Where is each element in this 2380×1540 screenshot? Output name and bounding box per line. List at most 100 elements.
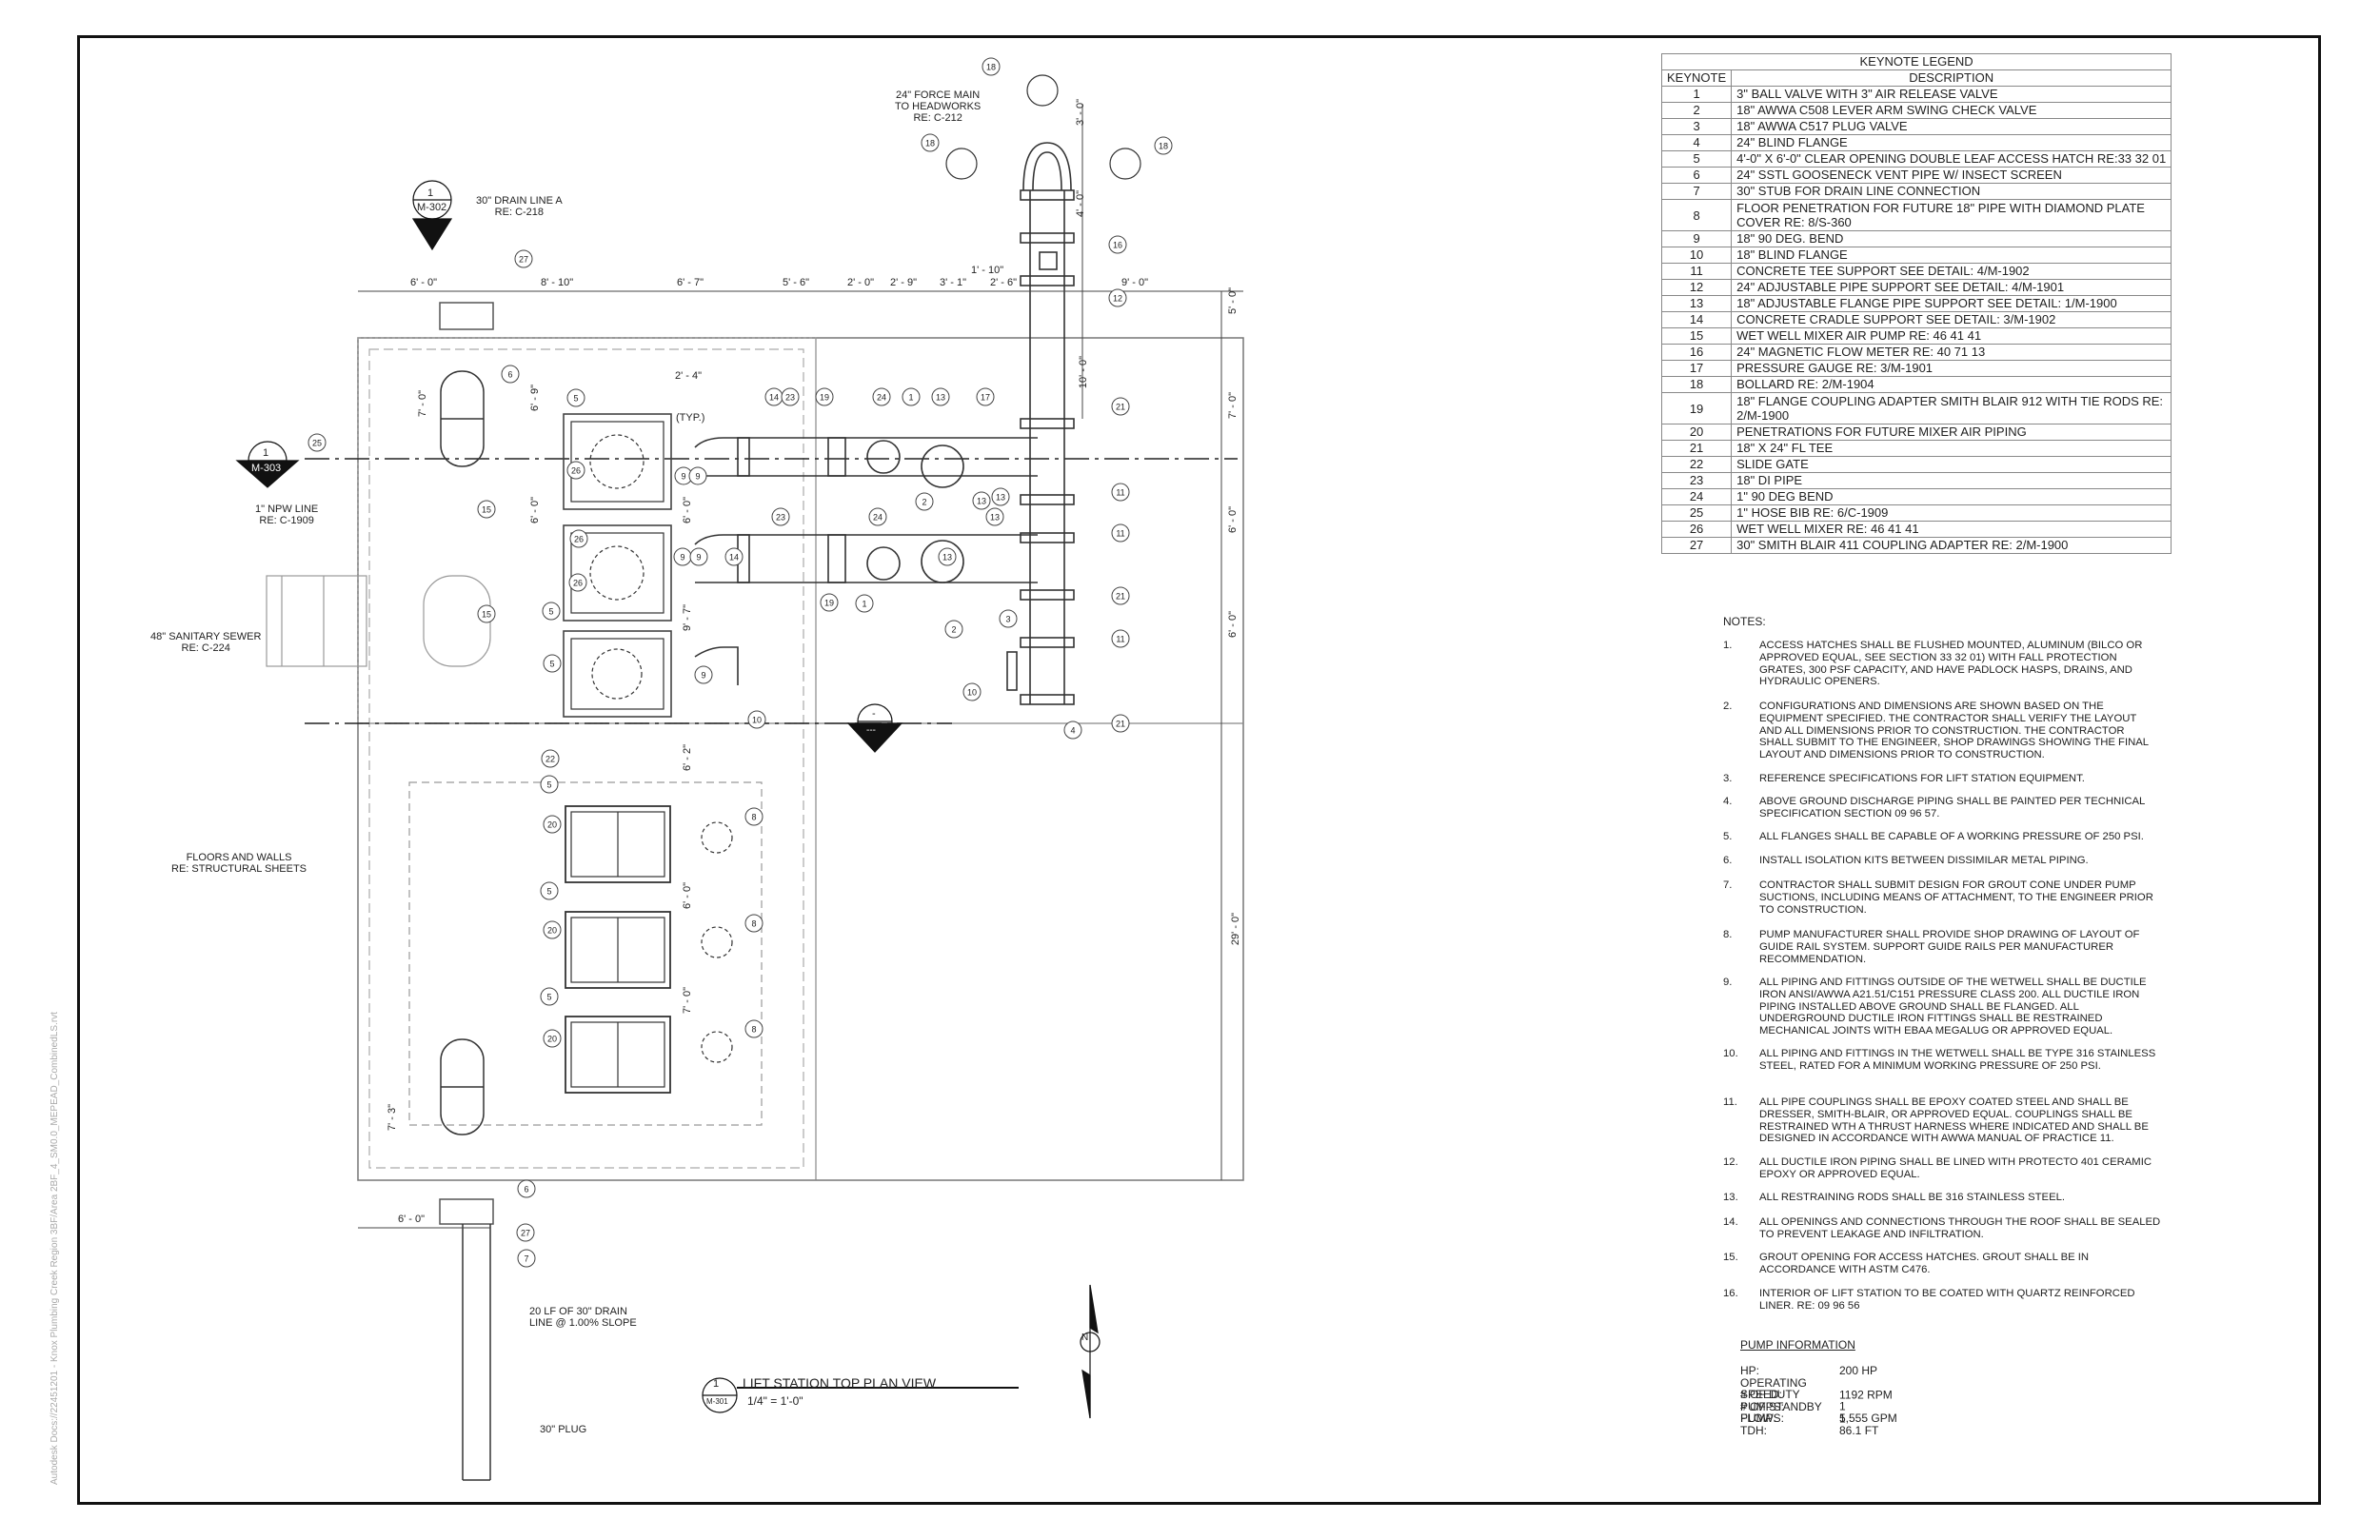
- keynote-bubble-circle: [962, 682, 982, 701]
- pump-information-title: PUMP INFORMATION: [1740, 1338, 1855, 1352]
- keynote-bubble-number: 26: [571, 466, 581, 476]
- keynote-bubble-number: 11: [1116, 488, 1124, 498]
- keynote-bubble-circle: [688, 466, 707, 485]
- keynote-bubble-number: 10: [967, 688, 977, 698]
- typ-label: (TYP.): [676, 412, 705, 424]
- keynote-bubble-circle: [540, 987, 559, 1006]
- note-text: CONFIGURATIONS AND DIMENSIONS ARE SHOWN …: [1759, 701, 2149, 761]
- keynote-bubble-circle: [543, 920, 562, 939]
- keynote-bubble-circle: [820, 593, 839, 612]
- section-markers-graphic: [235, 180, 903, 753]
- inner-dimension: 6' - 0": [682, 496, 694, 524]
- keynote-bubble-circle: [931, 387, 950, 406]
- keynote-bubble-circle: [985, 507, 1004, 526]
- section-right-sheet: ---: [866, 725, 876, 736]
- north-arrow-label: N: [1081, 1333, 1089, 1343]
- keynote-bubble-number: 8: [751, 1025, 756, 1035]
- keynote-bubble: 2: [915, 492, 934, 511]
- note-number: 2.: [1723, 701, 1733, 712]
- keynote-bubble-number: 2: [922, 498, 926, 507]
- keynote-bubble-number: 18: [986, 63, 996, 72]
- keynote-bubble-number: 16: [1113, 241, 1122, 250]
- view-scale: 1/4" = 1'-0": [747, 1394, 803, 1408]
- view-title: LIFT STATION TOP PLAN VIEW: [743, 1375, 937, 1391]
- keynote-bubble-circle: [514, 249, 533, 268]
- keynote-bubble: 26: [569, 529, 588, 548]
- keynote-bubble: 21: [1111, 586, 1130, 605]
- keynote-description: 18" ADJUSTABLE FLANGE PIPE SUPPORT SEE D…: [1731, 295, 2172, 312]
- keynote-description: BOLLARD RE: 2/M-1904: [1731, 376, 2172, 393]
- keynote-bubble-number: 9: [701, 671, 705, 681]
- keynote-description: 30" STUB FOR DRAIN LINE CONNECTION: [1731, 183, 2172, 200]
- keynote-description: 18" AWWA C517 PLUG VALVE: [1731, 118, 2172, 135]
- keynote-description: CONCRETE TEE SUPPORT SEE DETAIL: 4/M-190…: [1731, 263, 2172, 280]
- keynote-bubble: 5: [566, 388, 585, 407]
- right-dimension: 6' - 0": [1227, 610, 1240, 639]
- note-number: 1.: [1723, 640, 1733, 651]
- keynote-bubble-number: 23: [776, 513, 785, 523]
- keynote-bubble-circle: [1111, 629, 1130, 648]
- note-text: REFERENCE SPECIFICATIONS FOR LIFT STATIO…: [1759, 773, 2085, 784]
- keynote-bubble-number: 24: [877, 393, 886, 403]
- keynote-description: 18" AWWA C508 LEVER ARM SWING CHECK VALV…: [1731, 102, 2172, 119]
- note-number: 8.: [1723, 929, 1733, 940]
- keynote-bubble: 9: [673, 547, 692, 566]
- keynote-number: 16: [1660, 344, 1733, 361]
- keynote-description: 1" HOSE BIB RE: 6/C-1909: [1731, 504, 2172, 522]
- view-sheet-ref: M-301: [706, 1397, 728, 1406]
- keynote-bubble-number: 17: [981, 393, 990, 403]
- keynote-bubble-circle: [477, 500, 496, 519]
- keynote-bubble-number: 13: [990, 513, 1000, 523]
- keynote-bubble: 2: [944, 620, 963, 639]
- keynote-bubble-number: 19: [820, 393, 829, 403]
- keynote-bubble-circle: [1108, 288, 1127, 307]
- keynote-bubble: 13: [931, 387, 950, 406]
- keynote-bubble: 1: [855, 594, 874, 613]
- keynote-bubble-number: 18: [925, 139, 935, 148]
- note-number: 5.: [1723, 831, 1733, 842]
- keynote-bubble-number: 13: [942, 553, 952, 563]
- top-dimension: 9' - 0": [1121, 277, 1149, 288]
- note-text: PUMP MANUFACTURER SHALL PROVIDE SHOP DRA…: [1759, 929, 2140, 965]
- keynote-bubble: 25: [307, 433, 327, 452]
- keynote-description: 18" X 24" FL TEE: [1731, 440, 2172, 457]
- keynote-bubble-number: 6: [524, 1185, 528, 1194]
- keynote-bubble-circle: [517, 1179, 536, 1198]
- keynote-bubble: 13: [991, 487, 1010, 506]
- keynote-bubble-circle: [540, 775, 559, 794]
- keynote-bubble-circle: [477, 604, 496, 623]
- keynote-number: 9: [1660, 230, 1733, 247]
- keynote-bubble-number: 1: [862, 600, 866, 609]
- pump-info-row: HP:200 HP: [1740, 1365, 1897, 1377]
- keynote-bubble: 7: [517, 1249, 536, 1268]
- keynote-bubble-circle: [902, 387, 921, 406]
- keynote-bubble: 18: [1154, 136, 1173, 155]
- note-number: 9.: [1723, 977, 1733, 988]
- pump-info-value: 1: [1839, 1412, 1846, 1425]
- right-dimension: 6' - 0": [1227, 505, 1240, 534]
- keynote-bubble: 5: [542, 602, 561, 621]
- keynote-bubble-circle: [543, 815, 562, 834]
- keynote-bubble-circle: [566, 461, 585, 480]
- pump-info-row: # OF STANDBY PUMPS:1: [1740, 1400, 1897, 1424]
- section-top-sheet: M-302: [417, 202, 447, 213]
- keynote-bubble-number: 10: [752, 716, 762, 725]
- keynote-bubble-circle: [976, 387, 995, 406]
- keynote-description: 24" SSTL GOOSENECK VENT PIPE W/ INSECT S…: [1731, 167, 2172, 184]
- keynote-bubble: 11: [1111, 629, 1130, 648]
- inner-dimension: 7' - 3": [387, 1103, 399, 1132]
- keynote-description: 24" MAGNETIC FLOW METER RE: 40 71 13: [1731, 344, 2172, 361]
- note-text: CONTRACTOR SHALL SUBMIT DESIGN FOR GROUT…: [1759, 879, 2153, 916]
- keynote-bubble-number: 13: [936, 393, 945, 403]
- view-title-graphic: [702, 1377, 1019, 1413]
- keynote-bubble-circle: [982, 57, 1001, 76]
